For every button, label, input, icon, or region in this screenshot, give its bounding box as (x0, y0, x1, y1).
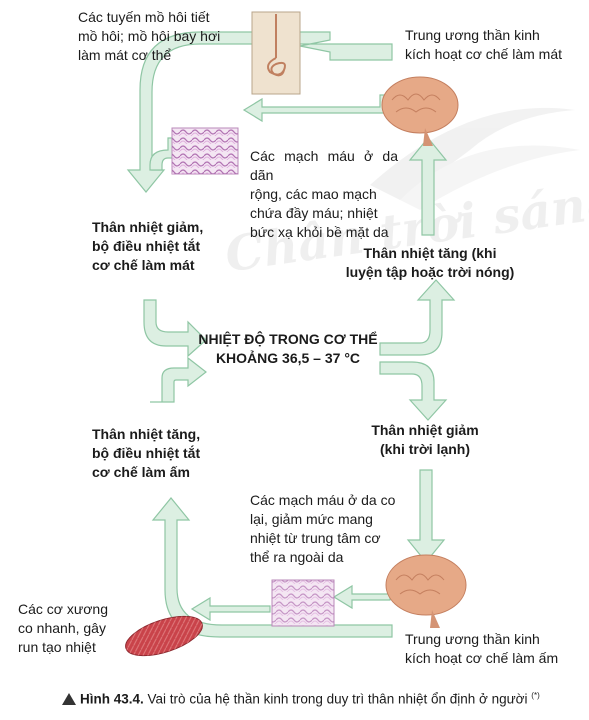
temp-drop-line-1: Thân nhiệt giảm (371, 422, 479, 438)
brain-warming-line-2: kích hoạt cơ chế làm ấm (405, 650, 559, 666)
center-label-line-1: NHIỆT ĐỘ TRONG CƠ THỂ (198, 331, 378, 347)
caption-note: (*) (531, 691, 540, 700)
sweat-gland-image (251, 11, 301, 95)
temp-rise-text: Thân nhiệt tăng (khi luyện tập hoặc trời… (330, 244, 530, 282)
temp-rise-line-1: Thân nhiệt tăng (khi (363, 245, 497, 261)
brain-cooling-line-1: Trung ương thần kinh (405, 27, 540, 43)
brain-cooling-image (381, 76, 459, 146)
temp-rise-warming-off-text: Thân nhiệt tăng, bộ điều nhiệt tắt cơ ch… (92, 425, 242, 482)
sweat-glands-line-2: mồ hôi; mồ hôi bay hơi (78, 28, 221, 44)
center-label: NHIỆT ĐỘ TRONG CƠ THỂ KHOẢNG 36,5 – 37 °… (198, 330, 378, 368)
temp-drop-cooling-off-line-1: Thân nhiệt giảm, (92, 219, 204, 235)
temp-drop-line-2: (khi trời lạnh) (379, 441, 471, 457)
sweat-glands-text: Các tuyến mồ hôi tiết mồ hôi; mồ hôi bay… (78, 8, 234, 65)
sweat-glands-line-3: làm mát cơ thể (78, 47, 172, 63)
muscles-line-1: Các cơ xương (18, 601, 108, 617)
temp-drop-text: Thân nhiệt giảm (khi trời lạnh) (352, 421, 498, 459)
vessels-dilate-line-4: bức xạ khỏi bề mặt da (250, 224, 389, 240)
vessels-constrict-line-4: thể ra ngoài da (250, 549, 344, 565)
caption-label: Hình 43.4. (80, 691, 144, 707)
vessels-dilate-line-1: Các mạch máu ở da dãn (250, 148, 398, 183)
triangle-icon (62, 692, 76, 705)
brain-cooling-text: Trung ương thần kinh kích hoạt cơ chế là… (405, 26, 575, 64)
vessels-constrict-line-1: Các mạch máu ở da co (250, 492, 396, 508)
center-label-line-2: KHOẢNG 36,5 – 37 °C (215, 350, 361, 366)
muscles-line-2: co nhanh, gây (18, 620, 106, 636)
brain-warming-image (385, 554, 467, 628)
temp-rise-line-2: luyện tập hoặc trời nóng) (345, 264, 515, 280)
sweat-glands-line-1: Các tuyến mồ hôi tiết (78, 9, 210, 25)
temp-rise-warming-off-line-3: cơ chế làm ấm (92, 464, 190, 480)
muscle-image (125, 615, 203, 657)
brain-warming-text: Trung ương thần kinh kích hoạt cơ chế là… (405, 630, 577, 668)
temp-rise-warming-off-line-1: Thân nhiệt tăng, (92, 426, 201, 442)
caption-text: Vai trò của hệ thần kinh trong duy trì t… (147, 691, 528, 707)
vessels-dilate-text: Các mạch máu ở da dãn rộng, các mao mạch… (250, 147, 398, 242)
brain-cooling-line-2: kích hoạt cơ chế làm mát (405, 46, 563, 62)
arrow-cooling-loop (126, 31, 456, 358)
temp-drop-cooling-off-text: Thân nhiệt giảm, bộ điều nhiệt tắt cơ ch… (92, 218, 242, 275)
temp-drop-cooling-off-line-2: bộ điều nhiệt tắt (92, 238, 201, 254)
temp-drop-cooling-off-line-3: cơ chế làm mát (92, 257, 195, 273)
vessels-dilate-line-3: chứa đầy máu; nhiệt (250, 205, 378, 221)
vessels-constrict-line-3: nhiệt từ trung tâm cơ (250, 530, 381, 546)
vessels-dilate-line-2: rộng, các mao mạch (250, 186, 377, 202)
brain-warming-line-1: Trung ương thần kinh (405, 631, 540, 647)
temp-rise-warming-off-line-2: bộ điều nhiệt tắt (92, 445, 201, 461)
muscles-line-3: run tạo nhiệt (18, 639, 96, 655)
muscles-text: Các cơ xương co nhanh, gây run tạo nhiệt (18, 600, 128, 657)
vessels-constrict-line-2: lại, giảm mức mang (250, 511, 373, 527)
vessels-constrict-text: Các mạch máu ở da co lại, giảm mức mang … (250, 491, 396, 567)
figure-caption: Hình 43.4. Vai trò của hệ thần kinh tron… (62, 687, 582, 709)
